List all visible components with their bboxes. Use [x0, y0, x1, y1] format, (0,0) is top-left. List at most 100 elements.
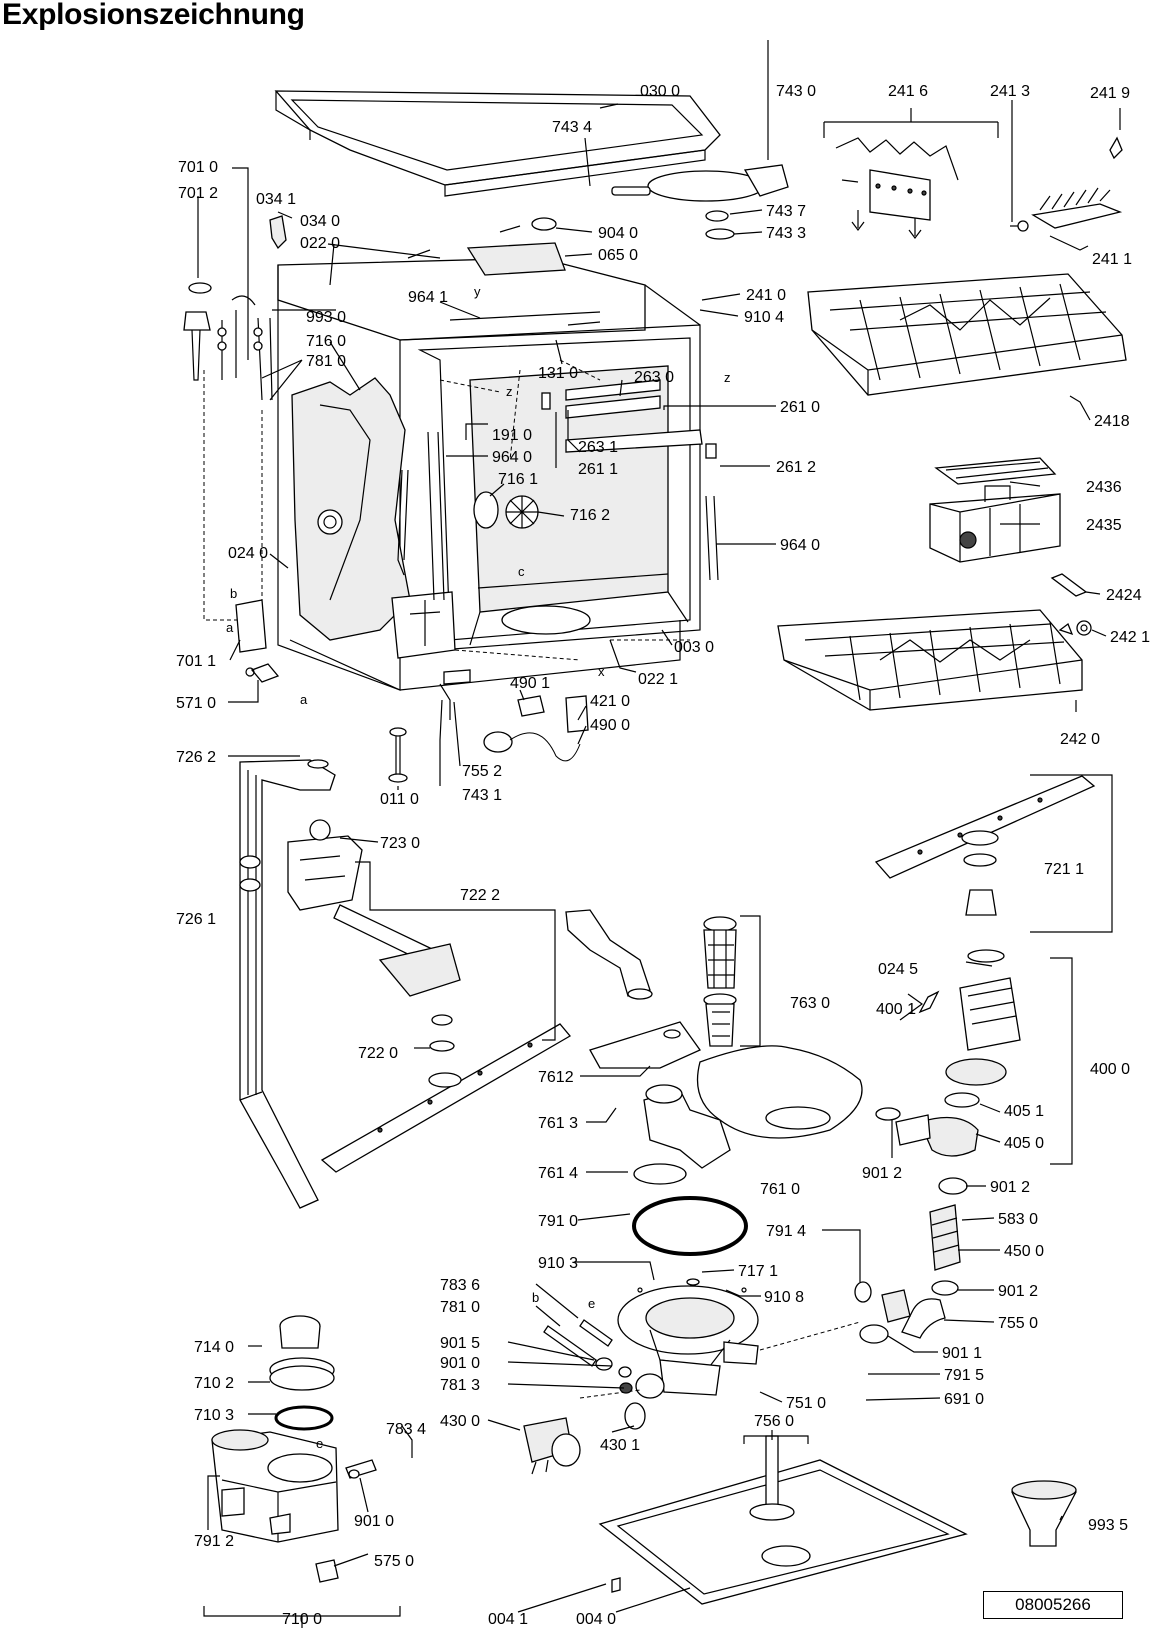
- label-261-1: 261 1: [578, 461, 618, 478]
- part-upper-spray-arm: [874, 774, 1113, 933]
- label-783-6: 783 6: [440, 1277, 480, 1294]
- label-405-1: 405 1: [1004, 1103, 1044, 1120]
- label-701-1: 701 1: [176, 653, 216, 670]
- label-691-0: 691 0: [944, 1391, 984, 1408]
- label-716-0: 716 0: [306, 333, 346, 350]
- label-583-0: 583 0: [998, 1211, 1038, 1228]
- document-number: 08005266: [983, 1591, 1123, 1619]
- label-761-3: 761 3: [538, 1115, 578, 1132]
- label-791-0: 791 0: [538, 1213, 578, 1230]
- label-003-0: 003 0: [674, 639, 714, 656]
- label-993-5: 993 5: [1088, 1517, 1128, 1534]
- label-241-1: 241 1: [1092, 251, 1132, 268]
- label-2435: 2435: [1086, 517, 1122, 534]
- label-261-2: 261 2: [776, 459, 816, 476]
- label-034-0: 034 0: [300, 213, 340, 230]
- part-labels: 030 0 743 0 241 6 241 3 241 9 743 4 701 …: [176, 83, 1150, 1628]
- label-743-4: 743 4: [552, 119, 592, 136]
- label-430-0: 430 0: [440, 1413, 480, 1430]
- part-inlet-pipe: [565, 909, 701, 1069]
- label-022-0: 022 0: [300, 235, 340, 252]
- label-791-5: 791 5: [944, 1367, 984, 1384]
- label-781-0-bottom: 781 0: [440, 1299, 480, 1316]
- label-710-2: 710 2: [194, 1375, 234, 1392]
- label-901-2-a: 901 2: [862, 1165, 902, 1182]
- label-430-1: 430 1: [600, 1437, 640, 1454]
- marker-e-salt: e: [316, 1436, 323, 1451]
- label-993-0: 993 0: [306, 309, 346, 326]
- label-450-0: 450 0: [1004, 1243, 1044, 1260]
- leader-lines: [207, 100, 1121, 1628]
- label-743-7: 743 7: [766, 203, 806, 220]
- label-490-1: 490 1: [510, 675, 550, 692]
- part-sump-seal: [632, 1196, 748, 1256]
- marker-b-hose: b: [230, 586, 237, 601]
- label-065-0: 065 0: [598, 247, 638, 264]
- label-716-2: 716 2: [570, 507, 610, 524]
- parts-group: [183, 40, 1127, 1617]
- label-2436: 2436: [1086, 479, 1122, 496]
- label-241-6: 241 6: [888, 83, 928, 100]
- part-spray-disc: [611, 40, 789, 240]
- label-030-0: 030 0: [640, 83, 680, 100]
- marker-z-left: z: [506, 384, 513, 399]
- connection-markers: z z b a a c x b e e y: [226, 284, 731, 1451]
- part-heater: [854, 1177, 968, 1344]
- label-011-0: 011 0: [380, 791, 419, 808]
- label-024-0: 024 0: [228, 545, 268, 562]
- part-dispenser-pins: [543, 1319, 633, 1394]
- part-cutlery-basket: [929, 457, 1061, 563]
- part-sump: [579, 1278, 861, 1399]
- label-716-1: 716 1: [498, 471, 538, 488]
- label-022-1: 022 1: [638, 671, 678, 688]
- label-701-2: 701 2: [178, 185, 218, 202]
- label-763-0: 763 0: [790, 995, 830, 1012]
- label-024-5: 024 5: [878, 961, 918, 978]
- label-904-0: 904 0: [598, 225, 638, 242]
- label-717-1: 717 1: [738, 1263, 778, 1280]
- part-salt-funnel: [1011, 1480, 1077, 1547]
- part-base-tray: [598, 1435, 968, 1605]
- part-worktop: [274, 90, 721, 197]
- part-upper-basket: [807, 273, 1127, 396]
- label-722-0: 722 0: [358, 1045, 398, 1062]
- label-242-0: 242 0: [1060, 731, 1100, 748]
- label-781-0-top: 781 0: [306, 353, 346, 370]
- label-131-0: 131 0: [538, 365, 578, 382]
- part-feed-pipe: [239, 759, 571, 1209]
- marker-x: x: [598, 664, 605, 679]
- label-743-1: 743 1: [462, 787, 502, 804]
- label-241-0: 241 0: [746, 287, 786, 304]
- label-2424: 2424: [1106, 587, 1142, 604]
- label-490-0: 490 0: [590, 717, 630, 734]
- marker-y: y: [474, 284, 481, 299]
- label-743-0: 743 0: [776, 83, 816, 100]
- label-421-0: 421 0: [590, 693, 630, 710]
- part-rack-holder: [835, 137, 959, 239]
- label-761-4: 761 4: [538, 1165, 578, 1182]
- part-fine-filter: [633, 1045, 863, 1185]
- label-034-1: 034 1: [256, 191, 296, 208]
- label-901-2-c: 901 2: [998, 1283, 1038, 1300]
- label-783-4: 783 4: [386, 1421, 426, 1438]
- label-722-2: 722 2: [460, 887, 500, 904]
- label-910-4: 910 4: [744, 309, 784, 326]
- label-263-1: 263 1: [578, 439, 618, 456]
- part-leveling-foot: [388, 727, 408, 783]
- part-circulation-pump: [875, 949, 1073, 1165]
- label-721-1: 721 1: [1044, 861, 1084, 878]
- label-761-0: 761 0: [760, 1181, 800, 1198]
- label-714-0: 714 0: [194, 1339, 234, 1356]
- marker-a-hose: a: [226, 620, 234, 635]
- label-910-8: 910 8: [764, 1289, 804, 1306]
- marker-c: c: [518, 564, 525, 579]
- part-filter-assembly: [703, 915, 761, 1047]
- label-901-1: 901 1: [942, 1345, 982, 1362]
- part-salt-container: [203, 1315, 401, 1617]
- label-241-9: 241 9: [1090, 85, 1130, 102]
- marker-a-valve: a: [300, 692, 308, 707]
- label-781-3: 781 3: [440, 1377, 480, 1394]
- label-901-0-b: 901 0: [354, 1513, 394, 1530]
- part-lower-basket: [777, 609, 1083, 711]
